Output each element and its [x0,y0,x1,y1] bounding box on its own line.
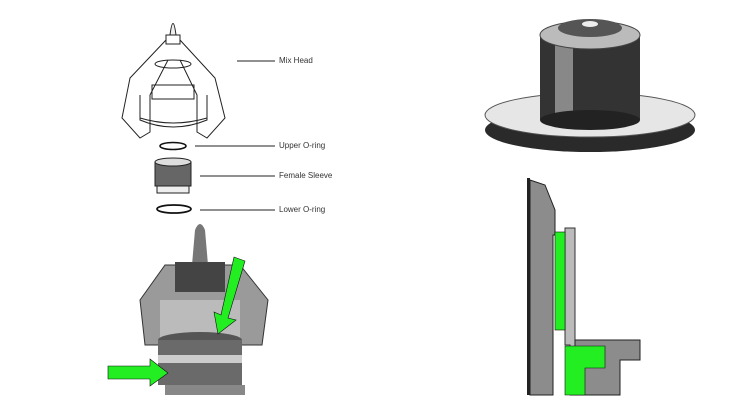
green-seal-vertical [554,231,566,331]
assembled-mix-head-render [139,224,269,395]
mix-head-drawing [121,23,226,139]
nozzle-3d-render [484,19,696,152]
cross-section-view [527,178,641,396]
label-upper-oring: Upper O-ring [279,141,326,150]
label-mix-head: Mix Head [279,56,313,65]
green-arrow-diagonal [213,256,246,335]
green-seal-bottom [564,345,606,396]
upper-oring-drawing [159,141,187,151]
label-female-sleeve: Female Sleeve [279,171,333,180]
green-arrow-horizontal [107,358,169,387]
lower-oring-drawing [156,204,192,214]
label-lower-oring: Lower O-ring [279,205,326,214]
female-sleeve-drawing [154,157,192,194]
leader-lines [195,60,275,211]
